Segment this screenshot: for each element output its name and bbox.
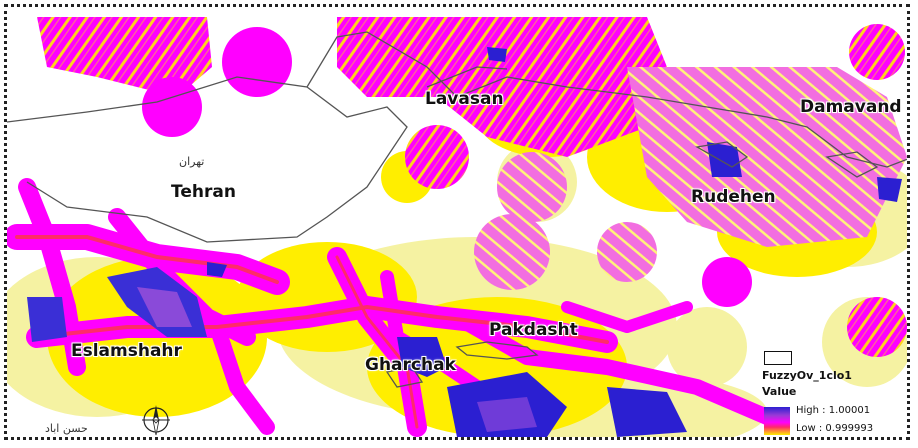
city-label-tehran: Tehran bbox=[171, 182, 236, 202]
map-frame: تهران حسن اباد Lavasan Damavand Tehran R… bbox=[4, 4, 910, 440]
city-label-lavasan: Lavasan bbox=[425, 89, 504, 109]
highest-suitability-zone bbox=[27, 47, 902, 437]
legend-layer-name: FuzzyOv_1clo1 bbox=[762, 369, 852, 382]
legend-low-label: Low : 0.999993 bbox=[796, 423, 874, 434]
boundary-swatch bbox=[764, 351, 792, 365]
legend-color-ramp bbox=[764, 407, 790, 435]
city-label-pakdasht: Pakdasht bbox=[489, 320, 578, 340]
city-label-damavand: Damavand bbox=[800, 97, 902, 117]
suitability-map bbox=[7, 17, 907, 437]
city-label-gharchak: Gharchak bbox=[365, 355, 456, 375]
legend-high-label: High : 1.00001 bbox=[796, 405, 871, 416]
city-label-rudehen: Rudehen bbox=[691, 187, 776, 207]
map-legend: FuzzyOv_1clo1 Value High : 1.00001 Low :… bbox=[762, 347, 907, 437]
legend-value-label: Value bbox=[762, 385, 797, 398]
city-label-eslamshahr: Eslamshahr bbox=[71, 341, 182, 361]
tehran-native-label: تهران bbox=[179, 155, 205, 168]
corridor-edges bbox=[15, 235, 609, 429]
bottom-left-native-label: حسن اباد bbox=[45, 422, 88, 435]
high-suitability-highlands bbox=[37, 17, 907, 357]
administrative-boundaries bbox=[7, 31, 907, 388]
north-arrow-icon bbox=[139, 403, 173, 437]
